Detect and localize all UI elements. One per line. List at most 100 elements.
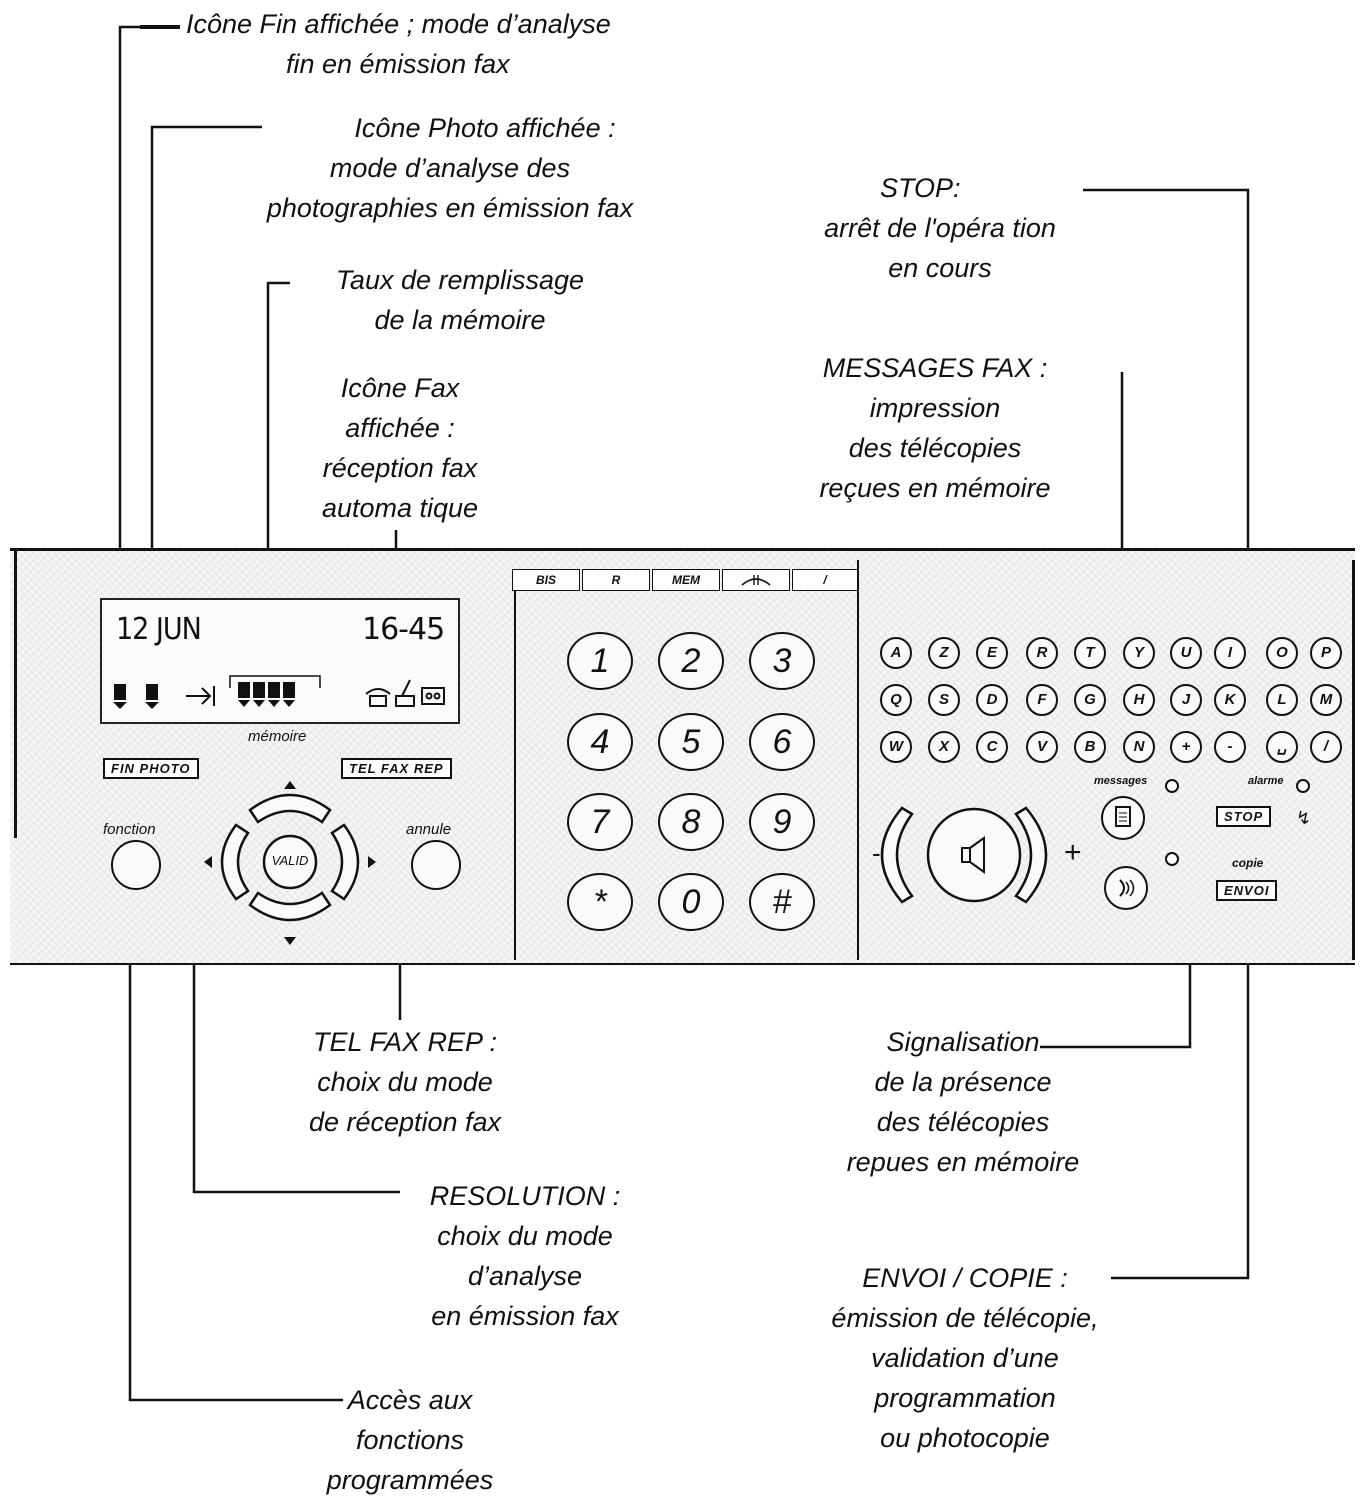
alpha-key-K[interactable]: K <box>1214 684 1246 716</box>
alpha-key-Y[interactable]: Y <box>1123 637 1155 669</box>
annotation-fonctions-line3: programmées <box>326 1465 494 1495</box>
nav-up-button <box>248 793 332 824</box>
fax-icon <box>395 679 415 707</box>
speaker-control <box>880 806 1048 904</box>
annotation-envoi-line2: émission de télécopie, <box>831 1303 1099 1333</box>
key-6[interactable]: 6 <box>749 713 815 771</box>
alpha-key-J[interactable]: J <box>1170 684 1202 716</box>
tab-bis[interactable]: BIS <box>512 569 580 591</box>
alpha-key-C[interactable]: C <box>976 731 1008 763</box>
annotation-tel-fax-rep-line3: de réception fax <box>308 1107 502 1137</box>
annotation-envoi-line3: validation d’une <box>871 1343 1059 1373</box>
valid-label[interactable]: VALID <box>271 853 309 868</box>
alpha-key-H[interactable]: H <box>1123 684 1155 716</box>
alpha-key-W[interactable]: W <box>880 731 912 763</box>
alpha-key-R[interactable]: R <box>1026 637 1058 669</box>
annotation-photo-line1: Icône Photo affichée : <box>354 113 616 143</box>
key-hash[interactable]: # <box>749 873 815 931</box>
alpha-key-slash[interactable]: / <box>1310 731 1342 763</box>
memory-gauge-icon <box>229 675 321 707</box>
key-8[interactable]: 8 <box>658 793 724 851</box>
alarm-bell-icon: ↯ <box>1296 808 1312 828</box>
fonction-button[interactable] <box>111 840 161 890</box>
alpha-key-F[interactable]: F <box>1026 684 1058 716</box>
envoi-button[interactable]: ENVOI <box>1216 880 1278 901</box>
alpha-key-P[interactable]: P <box>1310 637 1342 669</box>
alpha-key-O[interactable]: O <box>1266 637 1298 669</box>
annotation-envoi: ENVOI / COPIE : émission de télécopie, v… <box>800 1258 1130 1458</box>
annotation-tel-fax-rep: TEL FAX REP : choix du mode de réception… <box>270 1022 540 1142</box>
alpha-key-D[interactable]: D <box>976 684 1008 716</box>
annotation-resolution-line3: d’analyse <box>467 1261 583 1291</box>
annotation-resolution-line1: RESOLUTION : <box>429 1181 621 1211</box>
annotation-photo-line3: photographies en émission fax <box>266 193 634 223</box>
navigation-pad <box>204 781 376 945</box>
right-arrow-icon <box>368 856 376 868</box>
tab-hook[interactable] <box>722 569 790 591</box>
key-5[interactable]: 5 <box>658 713 724 771</box>
key-3[interactable]: 3 <box>749 632 815 690</box>
alpha-key-V[interactable]: V <box>1026 731 1058 763</box>
alpha-key-U[interactable]: U <box>1170 637 1202 669</box>
valid-button <box>262 834 318 890</box>
tab-mem[interactable]: MEM <box>652 569 720 591</box>
alpha-key-I[interactable]: I <box>1214 637 1246 669</box>
key-4[interactable]: 4 <box>567 713 633 771</box>
annule-label: annule <box>406 821 452 838</box>
annotation-fax-icon-line1: Icône Fax <box>340 373 460 403</box>
messages-button[interactable] <box>1101 796 1145 840</box>
volume-minus-label: - <box>872 838 881 868</box>
key-0[interactable]: 0 <box>658 873 724 931</box>
status-indicator-led <box>1165 852 1179 866</box>
annotation-stop: STOP: arrêt de l'opéra tion en cours <box>790 168 1090 288</box>
alpha-key-S[interactable]: S <box>928 684 960 716</box>
annotation-fonctions: Accès aux fonctions programmées <box>300 1380 520 1500</box>
tab-slash[interactable]: / <box>792 569 858 591</box>
alpha-key-T[interactable]: T <box>1074 637 1106 669</box>
alpha-key-space[interactable]: ␣ <box>1266 731 1298 763</box>
key-2[interactable]: 2 <box>658 632 724 690</box>
document-icon <box>1115 806 1131 827</box>
messages-indicator-led <box>1165 779 1179 793</box>
speaker-icon <box>961 836 985 874</box>
annotation-resolution: RESOLUTION : choix du mode d’analyse en … <box>395 1176 655 1336</box>
alpha-key-B[interactable]: B <box>1074 731 1106 763</box>
key-1[interactable]: 1 <box>567 632 633 690</box>
alpha-key-plus[interactable]: + <box>1170 731 1202 763</box>
photo-marker-icon <box>145 684 159 709</box>
annotation-envoi-line5: ou photocopie <box>880 1423 1050 1453</box>
key-9[interactable]: 9 <box>749 793 815 851</box>
alpha-key-N[interactable]: N <box>1123 731 1155 763</box>
annotation-stop-line2: arrêt de l'opéra tion <box>824 213 1056 243</box>
handset-voice-button[interactable] <box>1104 866 1148 910</box>
alpha-key-L[interactable]: L <box>1266 684 1298 716</box>
alpha-key-X[interactable]: X <box>928 731 960 763</box>
annotation-fax-icon-line4: automa tique <box>321 493 479 523</box>
alpha-key-Z[interactable]: Z <box>928 637 960 669</box>
volume-plus-label: + <box>1064 836 1082 869</box>
fin-photo-label: FIN PHOTO <box>103 758 199 779</box>
alpha-key-M[interactable]: M <box>1310 684 1342 716</box>
tel-fax-rep-label: TEL FAX REP <box>341 758 452 779</box>
annotation-signalisation-line2: de la présence <box>874 1067 1052 1097</box>
lcd-display: 12 JUN 16-45 <box>100 598 460 724</box>
stop-button[interactable]: STOP <box>1216 806 1272 827</box>
alpha-key-A[interactable]: A <box>880 637 912 669</box>
keypad-divider-right <box>857 560 859 960</box>
nav-left-button <box>220 823 250 901</box>
annotation-fax-icon-line2: affichée : <box>345 413 455 443</box>
annotation-signalisation-line4: repues en mémoire <box>846 1147 1080 1177</box>
annotation-messages-line3: des télécopies <box>848 433 1022 463</box>
annotation-messages-line1: MESSAGES FAX : <box>822 353 1048 383</box>
key-7[interactable]: 7 <box>567 793 633 851</box>
alpha-key-E[interactable]: E <box>976 637 1008 669</box>
alpha-key-G[interactable]: G <box>1074 684 1106 716</box>
annotation-resolution-line2: choix du mode <box>437 1221 613 1251</box>
alpha-key-minus[interactable]: - <box>1214 731 1246 763</box>
alpha-key-Q[interactable]: Q <box>880 684 912 716</box>
tab-r[interactable]: R <box>582 569 650 591</box>
alarme-label: alarme <box>1248 775 1284 787</box>
annotation-signalisation: Signalisation de la présence des télécop… <box>808 1022 1118 1182</box>
key-star[interactable]: * <box>567 873 633 931</box>
annule-button[interactable] <box>411 840 461 890</box>
